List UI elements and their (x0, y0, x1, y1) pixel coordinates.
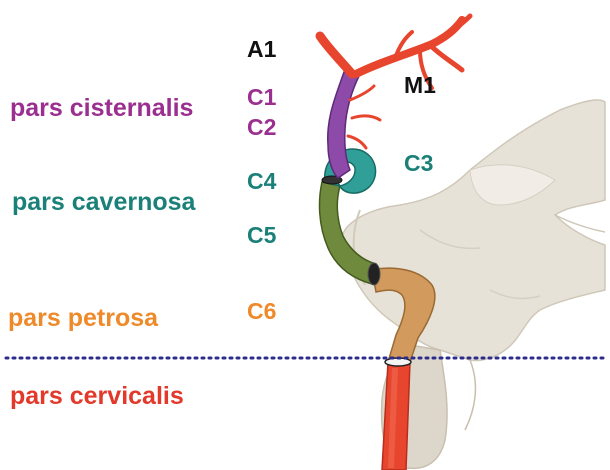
segment-label-c6: C6 (247, 300, 276, 323)
segment-label-c2: C2 (247, 116, 276, 139)
segment-label-c4: C4 (247, 170, 276, 193)
region-label-cavernosa: pars cavernosa (12, 190, 195, 215)
segment-label-a1: A1 (247, 38, 276, 61)
segment-label-m1: M1 (404, 74, 436, 97)
segment-label-c1: C1 (247, 86, 276, 109)
region-label-petrosa: pars petrosa (8, 306, 158, 331)
region-label-cervicalis: pars cervicalis (10, 384, 184, 409)
segment-label-c3: C3 (404, 152, 433, 175)
ring-marker (368, 263, 380, 285)
region-label-cisternalis: pars cisternalis (10, 96, 193, 121)
segment-label-c5: C5 (247, 224, 276, 247)
